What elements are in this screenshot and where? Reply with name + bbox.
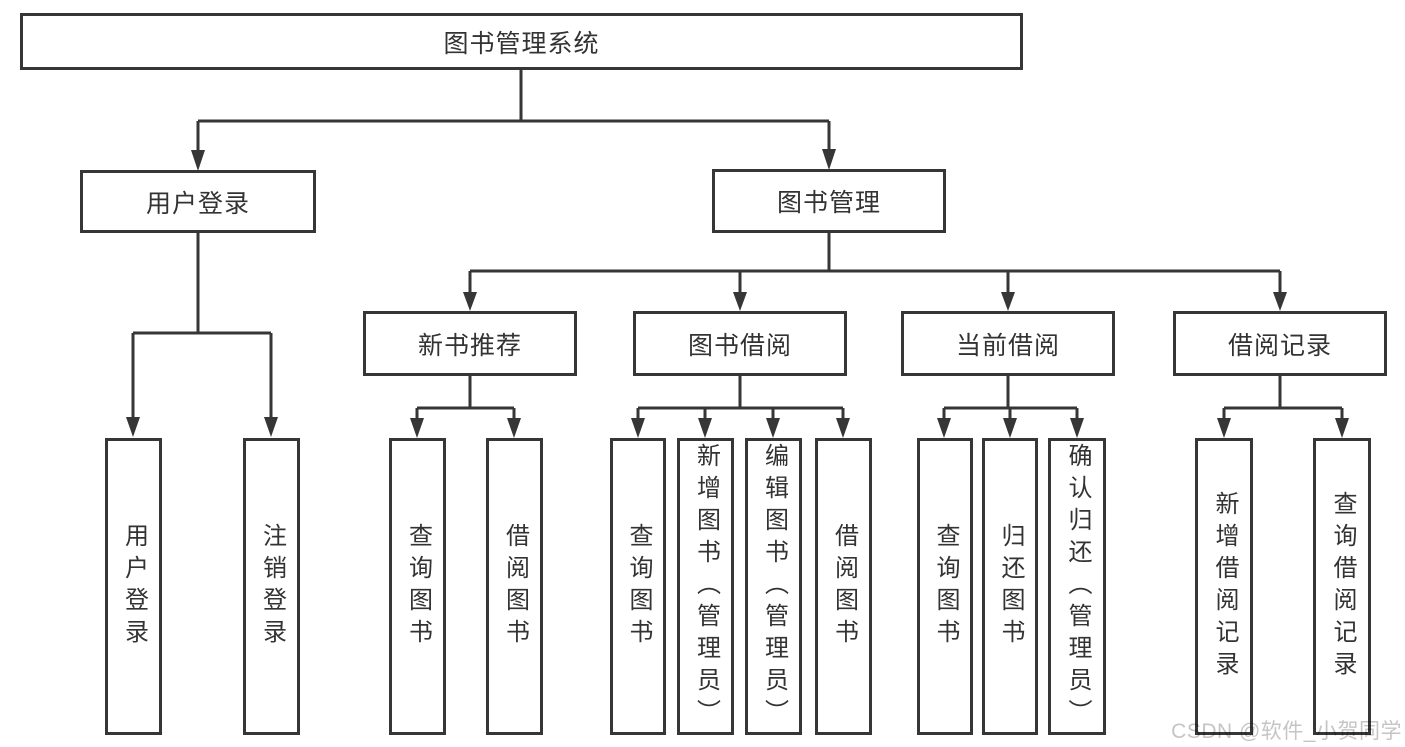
node-label: 用户登录 bbox=[145, 189, 250, 218]
node-label: 当前借阅 bbox=[955, 331, 1060, 360]
node-add-borrow-record: 新增借阅记录 bbox=[1195, 438, 1253, 735]
node-label: 借阅图书 bbox=[830, 522, 858, 651]
node-logout-leaf: 注销登录 bbox=[243, 438, 300, 735]
node-label: 借阅记录 bbox=[1227, 331, 1332, 360]
node-label: 归还图书 bbox=[997, 522, 1024, 651]
node-book-management: 图书管理 bbox=[712, 169, 946, 233]
node-current-borrowing: 当前借阅 bbox=[901, 311, 1115, 376]
node-label: 用户登录 bbox=[120, 522, 148, 651]
node-query-books-current: 查询图书 bbox=[917, 438, 973, 735]
node-label: 查询图书 bbox=[404, 522, 432, 651]
node-edit-books-admin: 编辑图书（管理员） bbox=[745, 438, 802, 735]
connector-borrowing-records bbox=[1222, 376, 1344, 420]
node-label: 查询借阅记录 bbox=[1329, 490, 1356, 683]
node-label: 注销登录 bbox=[258, 522, 286, 651]
node-label: 借阅图书 bbox=[501, 522, 529, 651]
node-library-system: 图书管理系统 bbox=[20, 13, 1023, 70]
watermark: CSDN @软件_小贺同学 bbox=[1171, 720, 1402, 743]
node-user-login: 用户登录 bbox=[80, 170, 316, 233]
connector-new-book-recommend bbox=[415, 376, 516, 420]
connector-book-borrowing bbox=[636, 376, 845, 420]
node-confirm-return-admin: 确认归还（管理员） bbox=[1048, 438, 1106, 735]
node-label: 图书管理 bbox=[776, 189, 881, 217]
node-label: 确认归还（管理员） bbox=[1064, 442, 1091, 731]
arrowheads bbox=[126, 149, 1349, 438]
connector-book-management bbox=[468, 233, 1282, 294]
node-add-books-admin: 新增图书（管理员） bbox=[677, 438, 734, 735]
connector-user-login bbox=[131, 233, 273, 419]
node-label: 查询图书 bbox=[932, 522, 959, 651]
node-label: 查询图书 bbox=[625, 522, 652, 651]
node-borrow-books-recommend: 借阅图书 bbox=[486, 438, 543, 735]
node-label: 图书借阅 bbox=[687, 331, 792, 360]
connector-root bbox=[196, 70, 831, 152]
node-query-books-recommend: 查询图书 bbox=[389, 438, 446, 735]
node-borrow-books-borrowing: 借阅图书 bbox=[815, 438, 872, 735]
node-label: 编辑图书（管理员） bbox=[760, 442, 788, 731]
node-user-login-leaf: 用户登录 bbox=[105, 438, 162, 735]
node-book-borrowing: 图书借阅 bbox=[633, 311, 847, 376]
node-label: 图书管理系统 bbox=[443, 29, 600, 58]
node-label: 新增图书（管理员） bbox=[692, 442, 720, 731]
node-new-book-recommend: 新书推荐 bbox=[363, 311, 577, 376]
node-query-borrow-record: 查询借阅记录 bbox=[1313, 438, 1371, 735]
node-return-books: 归还图书 bbox=[982, 438, 1038, 735]
node-query-books-borrowing: 查询图书 bbox=[610, 438, 666, 735]
connector-current-borrowing bbox=[942, 376, 1079, 420]
node-label: 新书推荐 bbox=[417, 331, 522, 360]
node-borrowing-records: 借阅记录 bbox=[1173, 311, 1387, 376]
node-label: 新增借阅记录 bbox=[1211, 490, 1238, 683]
